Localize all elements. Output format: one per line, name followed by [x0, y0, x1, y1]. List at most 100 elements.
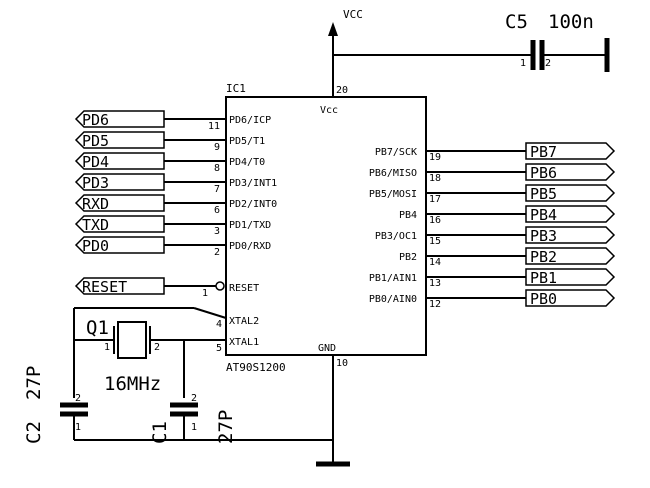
c5-pin2: 2 — [545, 58, 551, 69]
ic-part: AT90S1200 — [226, 361, 286, 374]
net-flag-pb7 — [525, 142, 616, 160]
c2-value: 27P — [23, 366, 45, 400]
pin-name: PD3/INT1 — [229, 178, 277, 189]
pin-number: 18 — [429, 173, 441, 184]
pin-number: 13 — [429, 278, 441, 289]
net-flag-pb6 — [525, 163, 616, 181]
net-label: PB1 — [530, 269, 557, 287]
pin-number: 2 — [214, 247, 220, 258]
pin-number: 8 — [214, 163, 220, 174]
net-flag-pb2 — [525, 247, 616, 265]
net-label: PB2 — [530, 248, 557, 266]
crystal-name: Q1 — [86, 317, 109, 339]
pin-number: 11 — [208, 121, 220, 132]
net-flag-rxd — [74, 194, 165, 212]
net-label: PD5 — [82, 132, 109, 150]
net-label: PB7 — [530, 143, 557, 161]
crystal-pin2: 2 — [154, 342, 160, 353]
pin-name: PB1/AIN1 — [369, 273, 417, 284]
net-label: PB6 — [530, 164, 557, 182]
net-flag-pb0 — [525, 289, 616, 307]
crystal-body-icon — [117, 321, 147, 359]
inversion-bubble-icon — [215, 281, 225, 291]
pin-name: PB3/OC1 — [375, 231, 417, 242]
ic-ref: IC1 — [226, 82, 246, 95]
pin-name: XTAL2 — [229, 316, 259, 327]
net-label: PD3 — [82, 174, 109, 192]
pin-name: PD2/INT0 — [229, 199, 277, 210]
net-label: PB0 — [530, 290, 557, 308]
pin-name: PB4 — [399, 210, 417, 221]
pin-name: PD4/T0 — [229, 157, 265, 168]
pin-number: 5 — [216, 343, 222, 354]
net-label: PB4 — [530, 206, 557, 224]
pin-name: PD0/RXD — [229, 241, 271, 252]
net-flag-pb5 — [525, 184, 616, 202]
pin-number: 19 — [429, 152, 441, 163]
pin-name: XTAL1 — [229, 337, 259, 348]
pin-name: RESET — [229, 283, 259, 294]
pin-name: PB2 — [399, 252, 417, 263]
right-pins: PB7 PB6 PB5 PB4 PB3 PB2 PB1 PB0 19 18 17… — [369, 142, 616, 310]
pin-name: PD5/T1 — [229, 136, 265, 147]
left-pins: PD6 PD5 PD4 PD3 RXD TXD PD0 11 9 8 7 6 3… — [74, 110, 277, 258]
pin-number: 1 — [202, 288, 208, 299]
gnd-pin-number: 10 — [336, 358, 348, 369]
ic-body: IC1 Vcc GND AT90S1200 — [225, 82, 427, 374]
net-label: PB5 — [530, 185, 557, 203]
c2-name: C2 — [23, 421, 45, 444]
reset-pin: RESET 1 RESET — [74, 277, 259, 299]
net-label: PD4 — [82, 153, 109, 171]
net-label: PB3 — [530, 227, 557, 245]
net-flag-pd0 — [74, 236, 165, 254]
pin-number: 6 — [214, 205, 220, 216]
pin-number: 17 — [429, 194, 441, 205]
net-flag-pd5 — [74, 131, 165, 149]
c5-value: 100n — [548, 11, 594, 33]
ground: 10 — [316, 355, 350, 467]
pin-number: 15 — [429, 236, 441, 247]
c2-pin1: 1 — [75, 422, 81, 433]
crystal-freq: 16MHz — [104, 373, 161, 395]
pin-number: 3 — [214, 226, 220, 237]
vcc-label: VCC — [343, 8, 363, 21]
net-flag-pd3 — [74, 173, 165, 191]
net-label: RESET — [82, 278, 127, 296]
pin-name: PB7/SCK — [375, 147, 417, 158]
net-flag-pb1 — [525, 268, 616, 286]
pin-name: PB5/MOSI — [369, 189, 417, 200]
net-label: TXD — [82, 216, 109, 234]
net-label: PD6 — [82, 111, 109, 129]
vcc-pin-number: 20 — [336, 85, 348, 96]
c5-pin1: 1 — [520, 58, 526, 69]
c1-value: 27P — [215, 410, 237, 444]
pin-number: 12 — [429, 299, 441, 310]
pin-number: 9 — [214, 142, 220, 153]
ic-gnd-label: GND — [318, 343, 336, 354]
capacitor-c5: C5 100n 1 2 — [333, 11, 610, 72]
vcc-supply: VCC 20 — [328, 8, 363, 96]
net-flag-pd4 — [74, 152, 165, 170]
pin-name: PB0/AIN0 — [369, 294, 417, 305]
c1-pin1: 1 — [191, 422, 197, 433]
pin-name: PB6/MISO — [369, 168, 417, 179]
pin-number: 4 — [216, 319, 222, 330]
vcc-arrow-icon — [328, 22, 338, 36]
c2-pin2: 2 — [75, 393, 81, 404]
net-flag-pb4 — [525, 205, 616, 223]
pin-number: 16 — [429, 215, 441, 226]
net-flag-pb3 — [525, 226, 616, 244]
net-flag-pd6 — [74, 110, 165, 128]
net-label: PD0 — [82, 237, 109, 255]
pin-number: 7 — [214, 184, 220, 195]
pin-number: 14 — [429, 257, 441, 268]
pin-name: PD6/ICP — [229, 115, 271, 126]
crystal-pin1: 1 — [104, 342, 110, 353]
net-flag-txd — [74, 215, 165, 233]
c1-name: C1 — [149, 421, 171, 444]
c5-name: C5 — [505, 11, 528, 33]
ic-vcc-label: Vcc — [320, 105, 338, 116]
c1-pin2: 2 — [191, 393, 197, 404]
net-label: RXD — [82, 195, 109, 213]
